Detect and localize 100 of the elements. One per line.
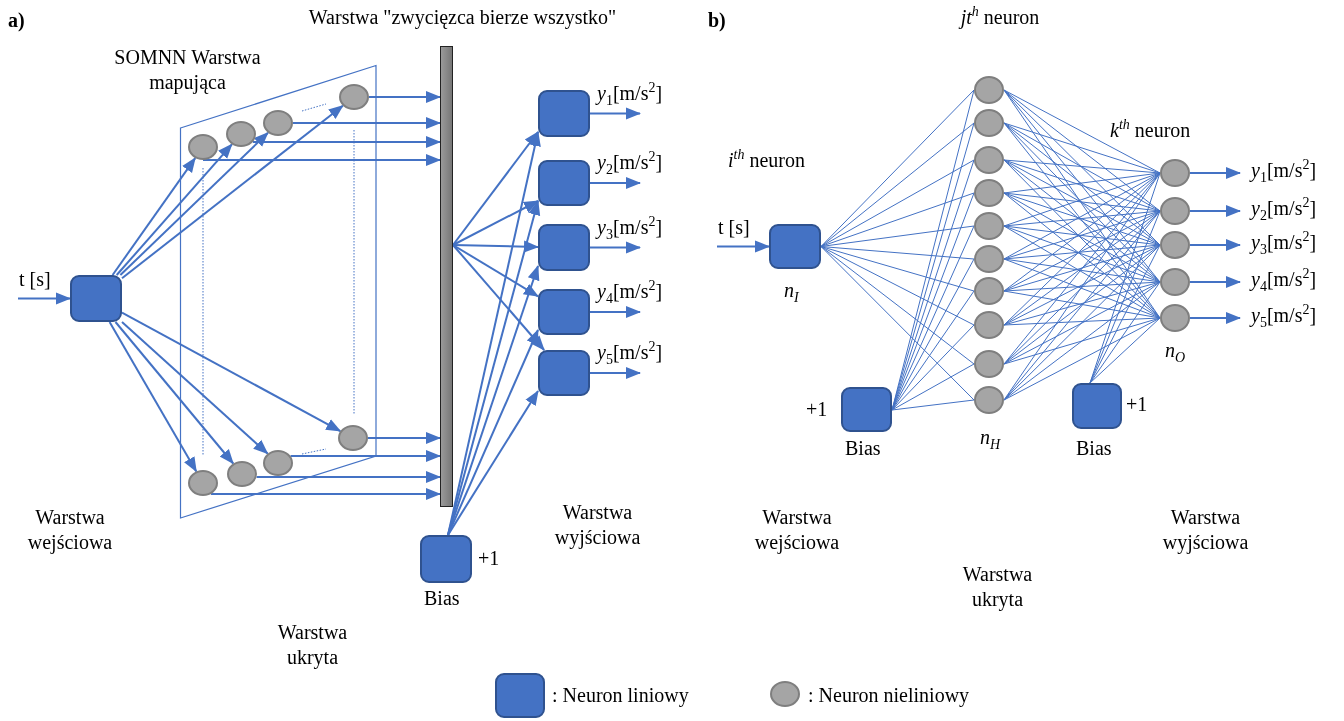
arrow (121, 104, 344, 280)
neuron-circle (974, 76, 1004, 104)
arrow (589, 241, 641, 254)
arrow (121, 321, 269, 455)
edge-label: y$_{1}$[m/s$^{2}$] (1250, 158, 1318, 182)
arrow (589, 367, 641, 379)
connection-line (1003, 225, 1161, 283)
connection-line (820, 246, 975, 326)
arrow (367, 432, 441, 444)
neuron-circle (974, 245, 1004, 273)
arrow (114, 321, 235, 465)
edge-label: y$_{5}$[m/s$^{2}$] (1250, 303, 1318, 327)
arrow (289, 450, 441, 462)
connection-line (1003, 317, 1161, 365)
neuron-square (70, 275, 122, 322)
arrow (452, 244, 546, 351)
connection-line (1003, 89, 1161, 212)
neuron-circle (1160, 197, 1190, 225)
arrow (111, 157, 197, 276)
connection-line (1003, 192, 1161, 246)
index-label: n$_{I}$ (784, 278, 799, 303)
arrow (368, 91, 441, 103)
neuron-label: jt$^{h}$ neuron (957, 5, 1041, 30)
panel-label: b) (708, 8, 726, 33)
edge-label: y$_{2}$[m/s$^{2}$] (1250, 196, 1318, 220)
connection-line (1003, 172, 1161, 227)
neuron-circle (974, 179, 1004, 207)
neuron-circle (974, 311, 1004, 339)
connection-line (1003, 210, 1161, 326)
arrow (589, 306, 641, 318)
connection-line (820, 122, 975, 247)
edge-label: y$_{3}$[m/s$^{2}$] (1250, 230, 1318, 254)
arrow (108, 321, 198, 473)
arrow (1189, 239, 1241, 251)
neuron-circle (227, 461, 257, 487)
arrow (210, 488, 441, 500)
neuron-square (841, 387, 892, 432)
connection-line (820, 192, 975, 247)
connection-line (1003, 281, 1161, 401)
neuron-circle (974, 386, 1004, 414)
arrow (115, 143, 233, 276)
edge-label: y$_{3}$[m/s$^{2}$] (596, 214, 664, 239)
bias-value: +1 (806, 397, 828, 422)
neuron-square (538, 160, 590, 206)
connection-line (1003, 258, 1161, 319)
arrow (452, 131, 539, 246)
edge-label: y$_{2}$[m/s$^{2}$] (596, 150, 664, 174)
connection-line (1003, 210, 1161, 401)
arrow (1189, 276, 1241, 288)
connection-line (820, 246, 975, 401)
arrow (452, 244, 539, 298)
layer-bar (440, 46, 453, 507)
bias-label: Bias (424, 586, 460, 611)
layer-label: Warstwa ukryta (276, 620, 349, 670)
neuron-circle (1160, 159, 1190, 187)
layer-label: Warstwa wejściowa (753, 505, 841, 555)
edge-label: y$_{5}$[m/s$^{2}$] (596, 340, 664, 364)
arrow (589, 107, 641, 120)
index-label: n$_{O}$ (1163, 338, 1187, 363)
connection-line (820, 246, 975, 260)
connection-line (891, 324, 975, 411)
edge-label: y$_{4}$[m/s$^{2}$] (1250, 267, 1318, 291)
connection-line (891, 399, 975, 411)
neuron-label: i$^{th}$ neuron (728, 148, 805, 173)
bias-value: +1 (1126, 392, 1148, 417)
layer-title: SOMNN Warstwa mapująca (113, 45, 262, 95)
neuron-square (538, 224, 590, 271)
connection-line (1003, 317, 1161, 326)
connection-line (820, 225, 975, 247)
neuron-circle (974, 350, 1004, 378)
neuron-label: k$^{th}$ neuron (1110, 118, 1192, 143)
connection-line (1003, 281, 1161, 292)
panel-label: a) (8, 8, 25, 33)
neuron-circle (1160, 268, 1190, 296)
arrow (589, 177, 641, 189)
neuron-square (420, 535, 472, 583)
arrow (1189, 312, 1241, 324)
connection-line (1089, 210, 1161, 384)
neuron-circle (338, 425, 368, 451)
neuron-square (538, 289, 590, 335)
connection-line (820, 159, 975, 247)
neuron-circle (188, 134, 218, 160)
neuron-circle (263, 450, 293, 476)
neuron-square (1072, 383, 1122, 429)
neuron-circle (263, 110, 293, 136)
connection-line (1003, 244, 1161, 365)
layer-title: Warstwa "zwycięzca bierze wszystko" (307, 5, 618, 30)
neuron-circle (339, 84, 369, 110)
bias-label: Bias (845, 436, 881, 461)
edge-label: y$_{4}$[m/s$^{2}$] (596, 279, 664, 303)
neuron-square (538, 90, 590, 137)
arrow (255, 471, 441, 483)
arrow (452, 200, 539, 246)
connection-line (820, 89, 975, 247)
connection-line (1003, 172, 1161, 292)
connection-line (1003, 244, 1161, 260)
connection-line (1003, 159, 1161, 174)
connection-line (891, 363, 975, 411)
arrow (251, 136, 441, 148)
connection-line (1089, 281, 1161, 384)
